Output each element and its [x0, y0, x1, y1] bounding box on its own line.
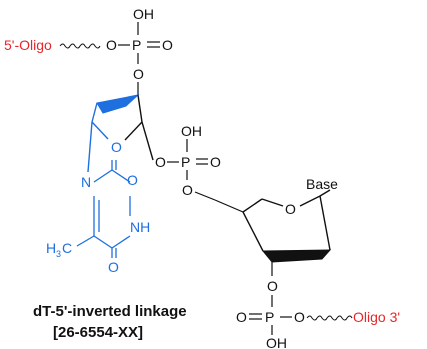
oligo-3-prime-label: Oligo 3': [353, 309, 400, 325]
oligo-3-wavy-bond: [306, 315, 353, 321]
base-label: Base: [306, 176, 338, 192]
middle-phosphate-o-bottom: O: [182, 182, 193, 198]
bottom-phosphate-o-double: O: [236, 309, 247, 325]
bond: [261, 198, 284, 207]
oligo-5-prime-label: 5'-Oligo: [4, 37, 52, 53]
top-phosphate-o-left: O: [106, 37, 117, 53]
top-phosphate-oh: OH: [133, 6, 154, 22]
caption-title: dT-5'-inverted linkage: [33, 303, 187, 320]
middle-phosphate-o-double: O: [210, 154, 221, 170]
bond: [91, 102, 98, 123]
middle-phosphate-p: P: [181, 154, 190, 170]
thymine-nh: NH: [130, 219, 150, 235]
top-phosphate-o-bottom: O: [133, 66, 144, 82]
bond: [93, 235, 113, 249]
bottom-phosphate-oh: OH: [266, 335, 287, 349]
top-sugar-ring-oxygen: O: [111, 139, 122, 155]
bond: [242, 198, 263, 213]
bottom-sugar-bold-edge: [261, 249, 332, 263]
bond: [112, 186, 131, 205]
bond: [319, 195, 331, 251]
bottom-sugar-ring-oxygen: O: [285, 201, 296, 217]
thymine-methyl-c: C: [62, 240, 72, 256]
middle-phosphate-oh: OH: [181, 123, 202, 139]
bond: [111, 169, 131, 183]
bond: [87, 121, 93, 173]
oligo-5-wavy-bond: [59, 43, 101, 49]
bond: [319, 189, 331, 197]
thymine-methyl-subscript: 3: [56, 249, 61, 259]
bond: [111, 235, 131, 249]
bond: [137, 94, 143, 123]
top-sugar-bold-edge: [96, 94, 140, 114]
top-phosphate-o-double: O: [162, 37, 173, 53]
bond: [242, 211, 264, 252]
bond: [141, 121, 154, 161]
thymine-o2: O: [127, 172, 138, 188]
bond: [93, 169, 113, 183]
thymine-methyl-h: H: [46, 240, 56, 256]
bottom-phosphate-o-right: O: [294, 309, 305, 325]
thymine-n1: N: [81, 174, 91, 190]
top-phosphate-p: P: [132, 37, 141, 53]
bond: [214, 199, 244, 213]
thymine-o4: O: [108, 259, 119, 275]
bottom-phosphate-p: P: [265, 309, 274, 325]
bond: [91, 121, 109, 140]
bottom-phosphate-o-top: O: [267, 278, 278, 294]
bond: [76, 235, 95, 247]
bond: [299, 195, 321, 207]
middle-phosphate-o-left: O: [155, 154, 166, 170]
bond: [194, 191, 216, 201]
bond: [124, 121, 143, 141]
caption-catalog-number: [26-6554-XX]: [53, 324, 143, 341]
